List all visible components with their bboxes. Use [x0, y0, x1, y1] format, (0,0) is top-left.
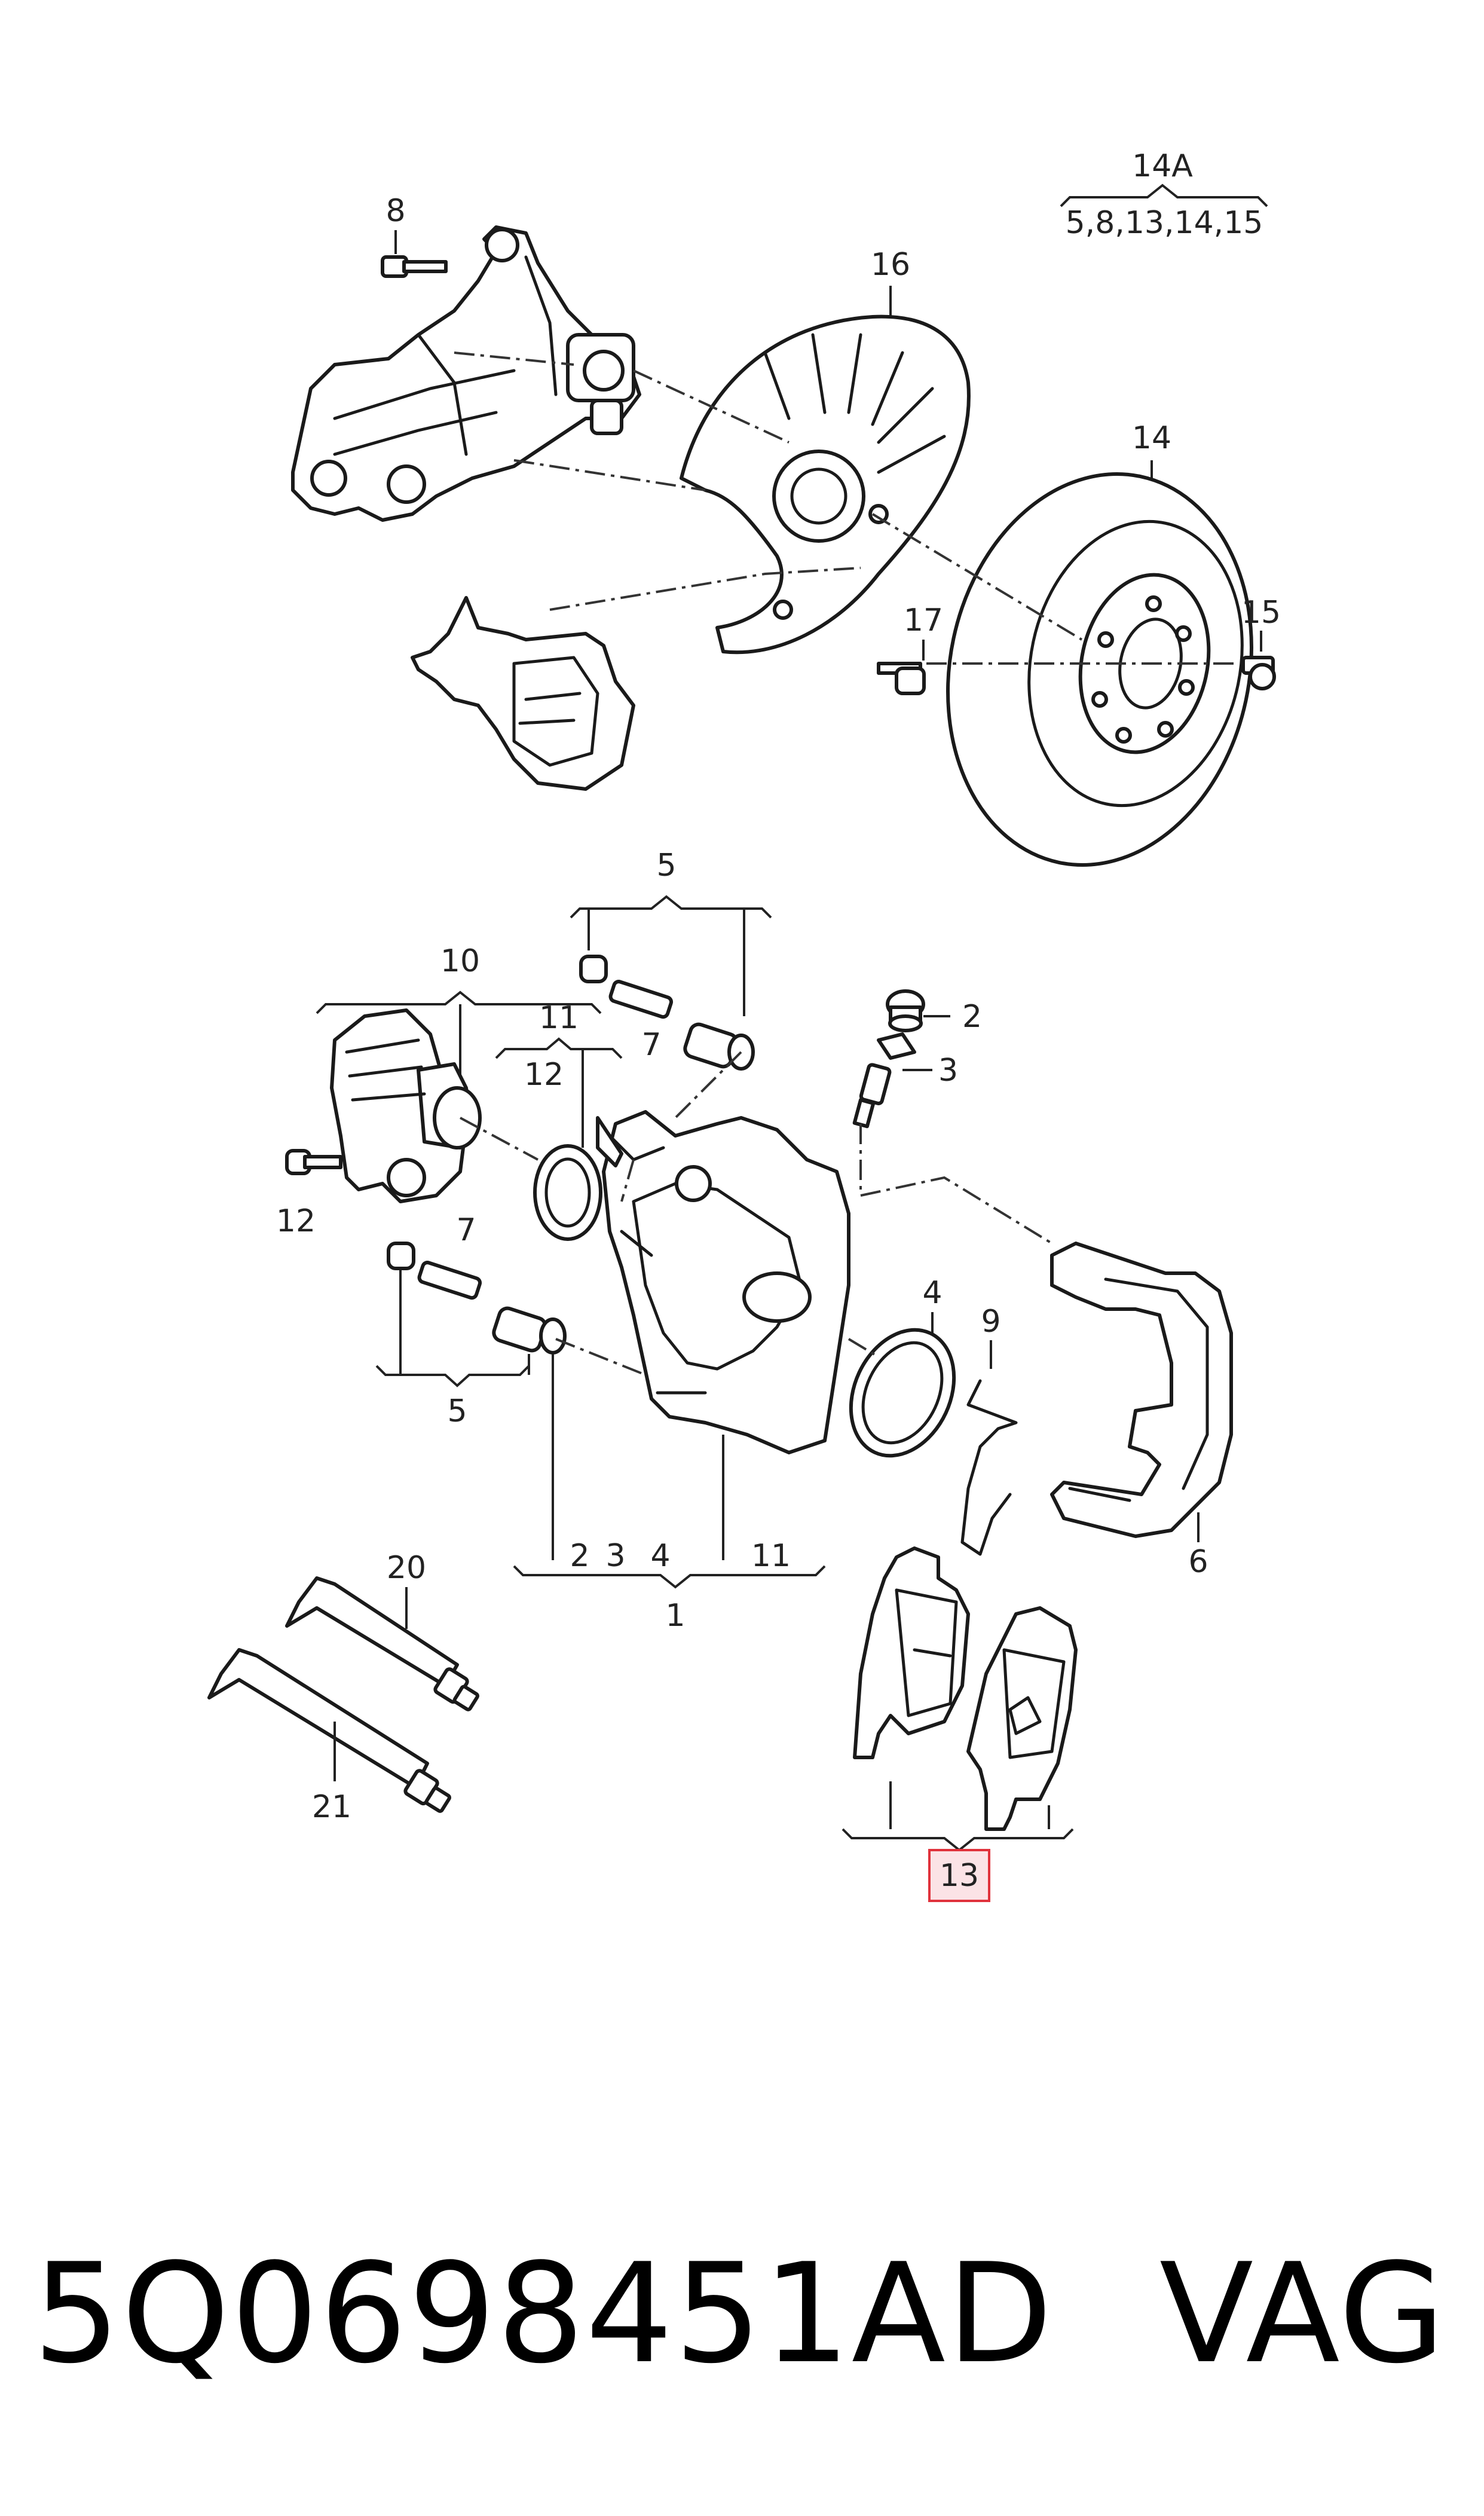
callout-2: 2	[962, 999, 982, 1035]
callout-12-top: 12	[524, 1057, 564, 1093]
bolt-17[interactable]: 17	[877, 603, 943, 695]
kit-14a-bracket	[1060, 184, 1268, 207]
guide-pin-top	[579, 955, 755, 1071]
callout-9: 9	[981, 1304, 1000, 1340]
callout-4: 4	[922, 1275, 942, 1311]
callout-16: 16	[871, 247, 910, 283]
grease-tube-20[interactable]: 20	[285, 1550, 479, 1711]
guide-bolt-7-top[interactable]: 7	[641, 1027, 661, 1063]
caliper-carrier-6[interactable]: 6	[1050, 1242, 1233, 1580]
bolt-8[interactable]: 8	[381, 193, 448, 278]
callout-1-list-2: 2	[570, 1538, 589, 1574]
callout-7-mid: 7	[456, 1212, 476, 1248]
brand-name: VAG	[1159, 2234, 1446, 2394]
callout-6: 6	[1188, 1544, 1208, 1580]
screw-12-motor[interactable]: 12	[276, 1149, 342, 1239]
callout-13: 13	[940, 1858, 979, 1894]
grease-tube-21[interactable]: 21	[207, 1648, 451, 1825]
callout-1: 1	[665, 1598, 685, 1634]
callout-10: 10	[440, 943, 480, 979]
alignment-lines-middle	[460, 1051, 1053, 1376]
alignment-lines-top	[454, 351, 1237, 665]
wheel-bearing-housing	[291, 225, 641, 522]
callout-5-bottom: 5	[447, 1393, 467, 1429]
callout-14a: 14A	[1132, 148, 1193, 184]
splash-shield-16[interactable]: 16	[680, 247, 971, 655]
callout-21: 21	[312, 1789, 351, 1825]
brake-pad-set-13[interactable]: 13	[842, 1546, 1078, 1902]
piston-seal-4[interactable]: 4	[831, 1275, 974, 1473]
callout-14: 14	[1132, 420, 1171, 456]
callout-8: 8	[385, 193, 405, 229]
part-number: 5Q0698451AD	[33, 2234, 1054, 2394]
bleed-cap-2[interactable]: 2	[886, 989, 982, 1035]
callout-12-left: 12	[276, 1203, 316, 1239]
callout-1-list-4: 4	[650, 1538, 670, 1574]
brake-disc-14[interactable]: 14	[913, 420, 1287, 894]
callout-3: 3	[938, 1053, 958, 1089]
callout-1-list-11: 11	[751, 1538, 791, 1574]
caliper-top-assembly	[411, 596, 635, 791]
callout-11-top: 11	[539, 1000, 579, 1036]
guide-pin-kit-5-bottom[interactable]: 5	[375, 1270, 530, 1429]
kit-14a-items: 5,8,13,14,15	[1066, 205, 1263, 241]
callout-15: 15	[1241, 595, 1281, 631]
bleed-screw-3[interactable]: 3	[852, 1032, 958, 1129]
guide-pin-bottom	[387, 1242, 567, 1355]
callout-5-top: 5	[656, 848, 676, 883]
seal-kit-11-12[interactable]: 11 12	[495, 1000, 623, 1241]
spring-9[interactable]: 9	[960, 1304, 1018, 1556]
guide-pin-kit-5-top[interactable]: 5	[570, 848, 772, 1016]
screw-15[interactable]: 15	[1241, 595, 1281, 690]
highlight-box-13	[928, 1849, 990, 1902]
kit-14a-callout[interactable]: 14A 5,8,13,14,15	[1060, 148, 1268, 241]
caliper-housing-1	[596, 1110, 850, 1454]
callout-17: 17	[904, 603, 943, 638]
caliper-kit-1[interactable]: 2 3 4 11 1	[513, 1354, 826, 1634]
callout-20: 20	[387, 1550, 426, 1586]
guide-bolt-7-mid[interactable]: 7	[456, 1212, 476, 1248]
parking-brake-motor-10[interactable]: 10	[316, 943, 602, 1203]
callout-1-list-3: 3	[605, 1538, 625, 1574]
callout-7-top: 7	[641, 1027, 661, 1063]
